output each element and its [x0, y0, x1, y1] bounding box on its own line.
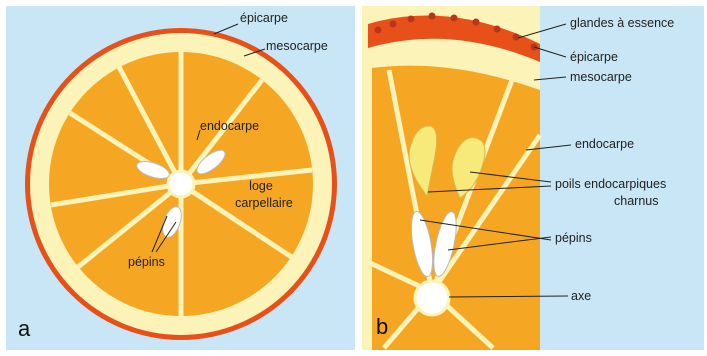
panel-b-detail	[362, 6, 540, 350]
panel-a-label-epicarp: épicarpe	[240, 11, 288, 25]
panel-b-letter: b	[376, 314, 388, 339]
panel-b-label-oil-glands: glandes à essence	[570, 16, 674, 30]
panel-a-label-locule-2: carpellaire	[235, 196, 293, 210]
panel-a-label-endocarp: endocarpe	[200, 119, 259, 133]
panel-b-label-juice-hairs-2: charnus	[614, 194, 658, 208]
panel-a-label-seeds: pépins	[128, 255, 165, 269]
panel-a-orange-section	[25, 28, 337, 340]
panel-a-central-axis	[168, 171, 194, 197]
panel-b-label-seeds: pépins	[555, 231, 592, 245]
panel-a-label-mesocarp: mesocarpe	[266, 39, 328, 53]
panel-b-label-endocarp: endocarpe	[575, 137, 634, 151]
panel-b-label-axis: axe	[571, 289, 591, 303]
panel-a-label-locule: loge	[249, 179, 273, 193]
panel-b-axis	[415, 281, 449, 315]
panel-b-label-epicarp: épicarpe	[570, 50, 618, 64]
panel-b-label-juice-hairs: poils endocarpiques	[555, 177, 666, 191]
panel-b-label-mesocarp: mesocarpe	[570, 70, 632, 84]
panel-a-letter: a	[18, 316, 31, 341]
